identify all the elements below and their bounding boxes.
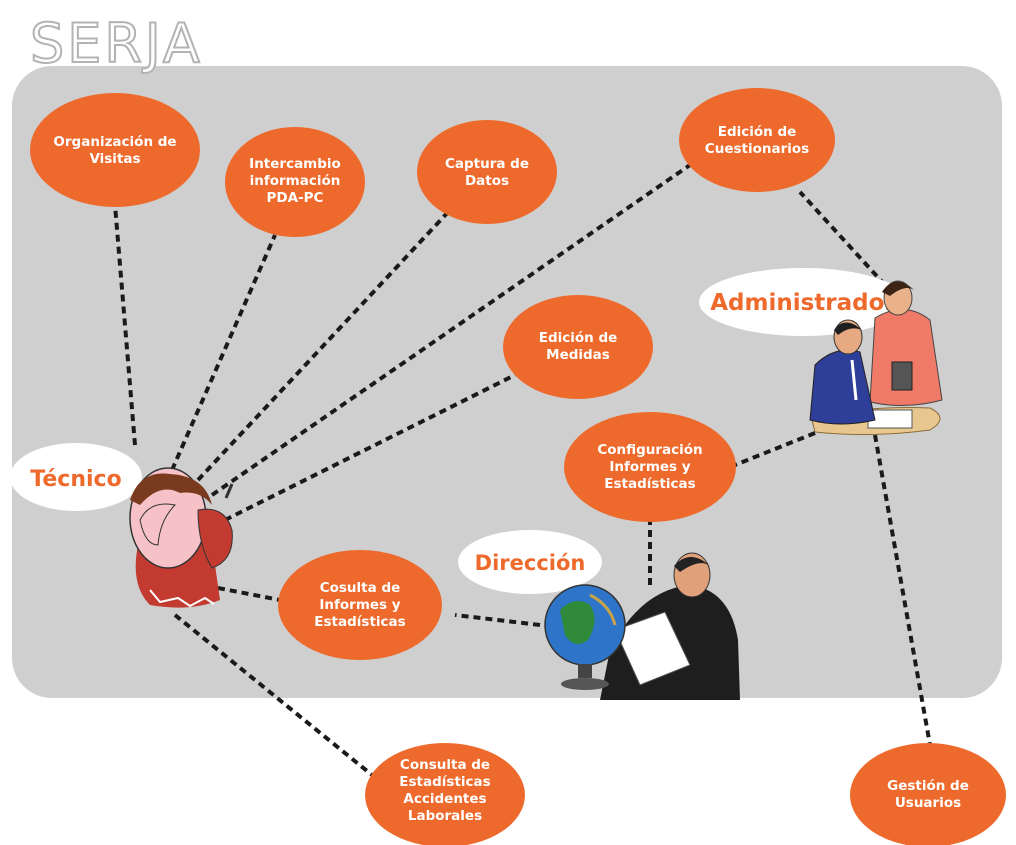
node-gestion-usuarios-line-2: Usuarios	[895, 795, 961, 811]
role-label-administrador: Administrador	[710, 290, 896, 316]
link-tecnico-edicion-cuestionarios	[210, 163, 692, 497]
direccion-figure	[544, 552, 740, 700]
node-edicion-cuestionarios-line-1: Edición de	[718, 124, 797, 140]
link-tecnico-consulta-accidentes	[173, 613, 374, 777]
node-intercambio-line-3: PDA-PC	[267, 190, 324, 206]
node-organizacion-line-1: Organización de	[53, 134, 176, 150]
node-edicion-medidas: Edición de Medidas	[503, 295, 653, 399]
node-captura-line-2: Datos	[465, 173, 509, 189]
node-intercambio: Intercambio información PDA-PC	[225, 127, 365, 237]
node-edicion-cuestionarios: Edición de Cuestionarios	[679, 88, 835, 192]
node-gestion-usuarios-line-1: Gestión de	[887, 778, 969, 794]
link-administrador-edicion-cuestionarios	[798, 190, 887, 287]
node-edicion-cuestionarios-line-2: Cuestionarios	[705, 141, 809, 157]
node-captura: Captura de Datos	[417, 120, 557, 224]
tecnico-figure	[129, 467, 234, 608]
node-edicion-medidas-line-1: Edición de	[539, 330, 618, 346]
node-consulta-accidentes-line-4: Laborales	[408, 808, 482, 824]
link-tecnico-captura	[196, 208, 452, 482]
node-cosulta-informes: Cosulta de Informes y Estadísticas	[278, 550, 442, 660]
node-captura-line-1: Captura de	[445, 156, 529, 172]
node-consulta-accidentes-line-1: Consulta de	[400, 757, 490, 773]
node-consulta-accidentes-line-2: Estadísticas	[399, 774, 490, 790]
node-cosulta-informes-line-1: Cosulta de	[320, 580, 401, 596]
link-administrador-gestion-usuarios	[873, 434, 932, 746]
node-organizacion-line-2: Visitas	[89, 151, 140, 167]
node-configuracion: Configuración Informes y Estadísticas	[564, 412, 736, 522]
node-organizacion: Organización de Visitas	[30, 93, 200, 207]
node-configuracion-line-3: Estadísticas	[604, 476, 695, 492]
node-cosulta-informes-line-3: Estadísticas	[314, 614, 405, 630]
node-cosulta-informes-line-2: Informes y	[319, 597, 400, 613]
node-gestion-usuarios: Gestión de Usuarios	[850, 743, 1006, 845]
link-tecnico-organizacion	[113, 204, 137, 446]
link-tecnico-edicion-medidas	[224, 373, 516, 522]
link-administrador-configuracion	[734, 431, 816, 467]
link-direccion-cosulta-informes	[454, 613, 541, 627]
role-label-tecnico: Técnico	[30, 467, 121, 492]
node-intercambio-line-2: información	[250, 173, 341, 189]
link-tecnico-intercambio	[170, 234, 277, 471]
administrador-figure	[809, 280, 943, 436]
node-intercambio-line-1: Intercambio	[249, 156, 341, 172]
role-label-direccion: Dirección	[475, 551, 586, 575]
title-logo: SERJA	[30, 12, 203, 75]
link-tecnico-cosulta-informes	[217, 586, 281, 602]
node-configuracion-line-2: Informes y	[609, 459, 690, 475]
node-edicion-medidas-line-2: Medidas	[546, 347, 610, 363]
node-consulta-accidentes: Consulta de Estadísticas Accidentes Labo…	[365, 743, 525, 845]
node-consulta-accidentes-line-3: Accidentes	[403, 791, 486, 807]
role-tecnico: Técnico	[10, 443, 142, 511]
role-administrador: Administrador	[699, 268, 907, 336]
role-direccion: Dirección	[458, 530, 602, 594]
connections	[113, 163, 932, 777]
node-configuracion-line-1: Configuración	[597, 442, 702, 458]
